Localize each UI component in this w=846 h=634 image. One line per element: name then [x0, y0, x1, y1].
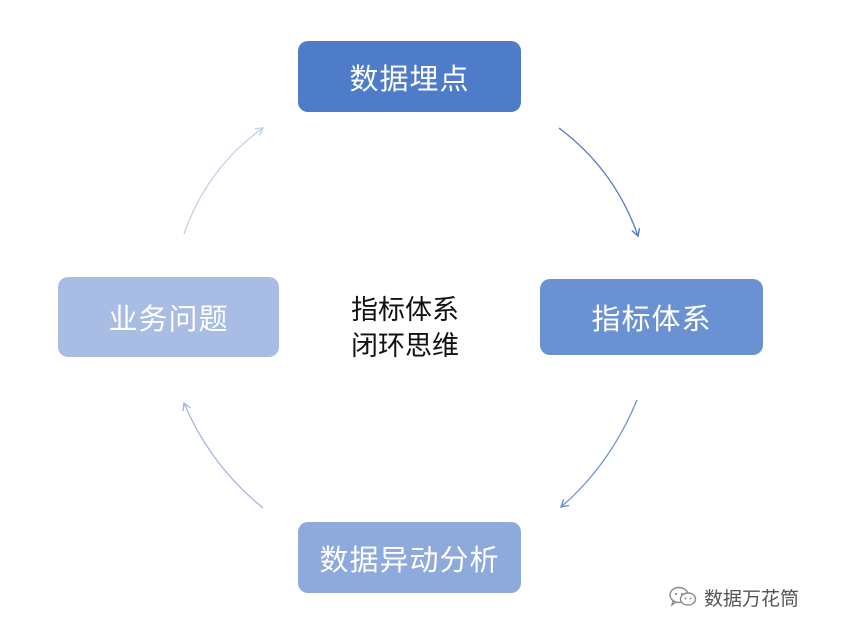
node-data-tracking: 数据埋点 [298, 41, 521, 112]
watermark: 数据万花筒 [668, 582, 799, 612]
arrow-right-to-bottom [559, 399, 638, 508]
arrow-bottom-to-left [182, 401, 264, 509]
wechat-icon [669, 586, 697, 607]
node-label: 数据异动分析 [319, 542, 500, 577]
center-label: 指标体系 闭环思维 [330, 293, 480, 365]
arrow-left-to-top [183, 127, 265, 235]
node-business-problem: 业务问题 [58, 277, 279, 357]
node-metric-system: 指标体系 [540, 279, 763, 355]
node-anomaly-analysis: 数据异动分析 [298, 522, 521, 593]
node-label: 数据埋点 [349, 61, 470, 96]
node-label: 指标体系 [591, 302, 712, 336]
arrow-top-to-right [558, 127, 641, 238]
center-label-line1: 指标体系 [351, 295, 459, 326]
watermark-text: 数据万花筒 [704, 587, 800, 610]
node-label: 业务问题 [108, 302, 229, 336]
center-label-line2: 闭环思维 [351, 331, 459, 362]
